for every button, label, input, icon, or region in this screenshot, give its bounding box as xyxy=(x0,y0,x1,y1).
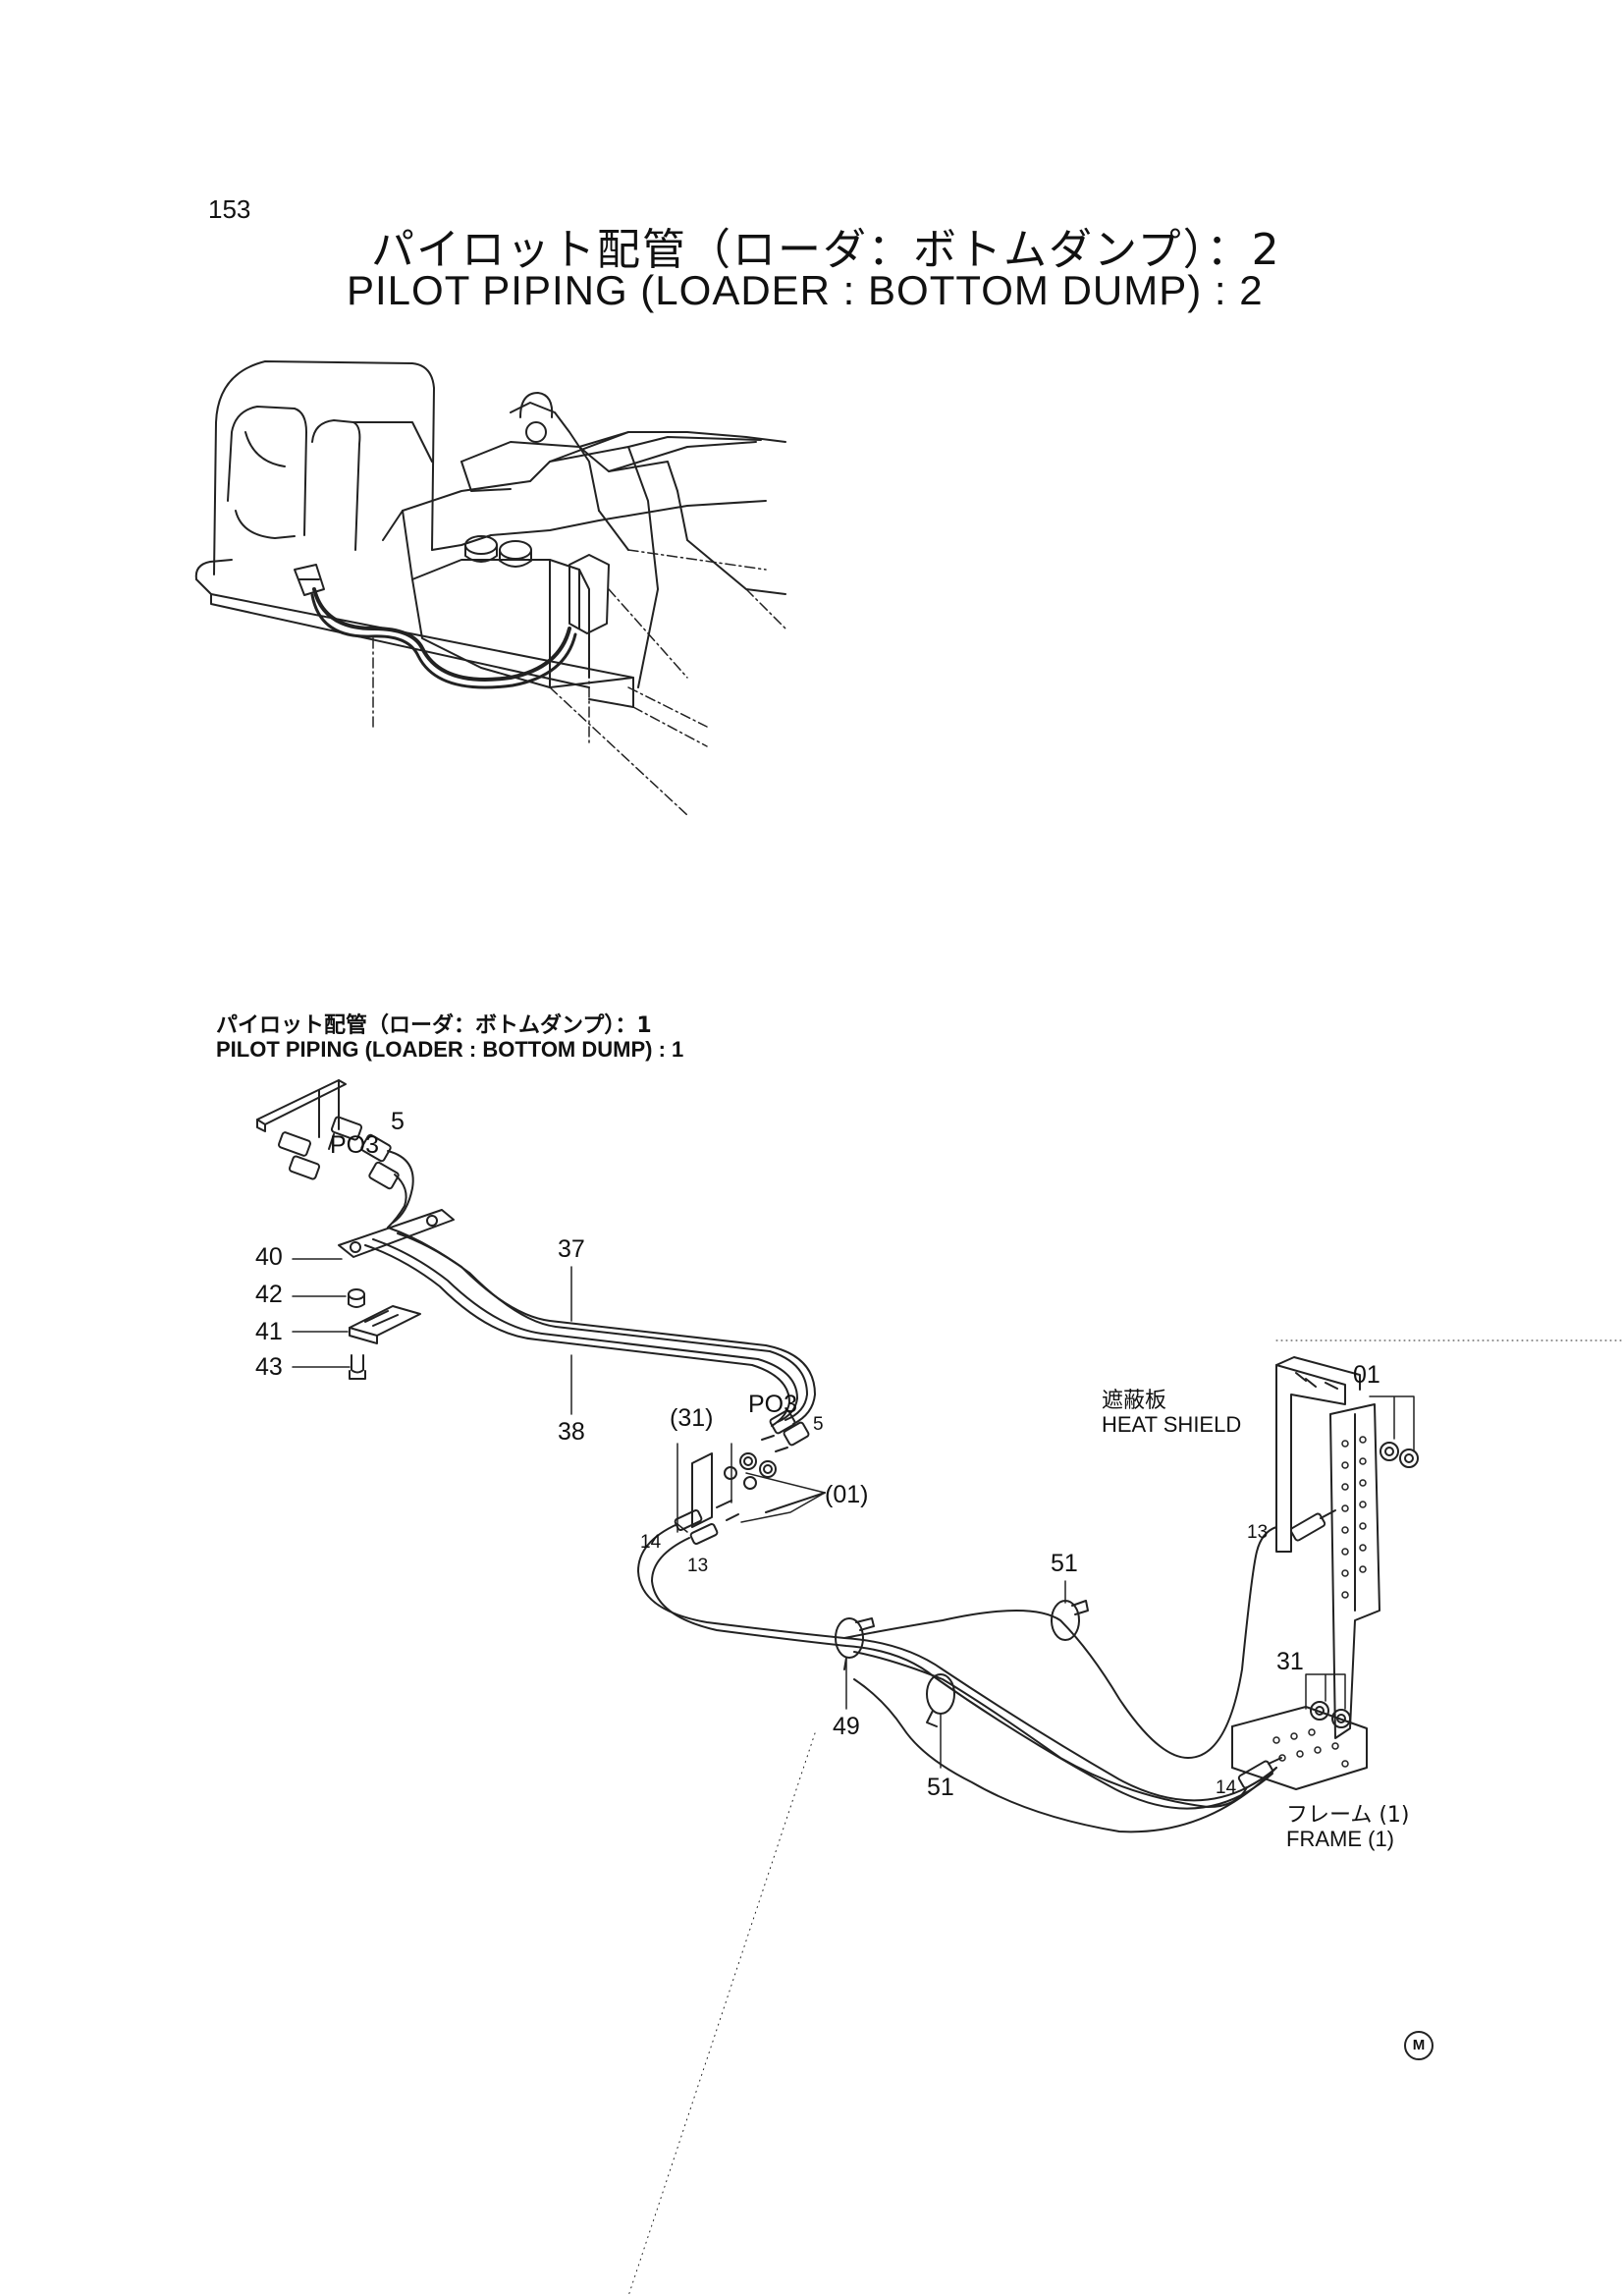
page-number: 153 xyxy=(208,194,251,224)
plate-40 xyxy=(338,1209,455,1258)
callout-01-ref: (01) xyxy=(825,1481,869,1508)
callout-41: 41 xyxy=(255,1318,283,1345)
machine-overview-illustration xyxy=(194,360,786,816)
title-japanese: パイロット配管（ローダ：ボトムダンプ）：2 xyxy=(371,225,1281,275)
frame-bracket xyxy=(1231,1673,1368,1790)
callout-po3-upper: PO3 xyxy=(330,1131,380,1159)
callout-5-upper: 5 xyxy=(391,1108,405,1135)
callout-31: 31 xyxy=(1276,1648,1304,1675)
heat-shield-bracket xyxy=(1275,1356,1419,1739)
callout-31-ref: (31) xyxy=(670,1404,714,1432)
circled-m-mark: M xyxy=(1404,2031,1434,2060)
callout-po3-middle: PO3 xyxy=(748,1391,798,1418)
clamp-51-upper xyxy=(1051,1600,1089,1641)
callout-51-upper: 51 xyxy=(1051,1550,1078,1577)
callout-51-lower: 51 xyxy=(927,1774,954,1801)
hose-37-38 xyxy=(364,1227,816,1427)
callout-13-right: 13 xyxy=(1247,1522,1269,1543)
callout-43: 43 xyxy=(255,1353,283,1381)
frame-label-japanese: フレーム (1) xyxy=(1286,1803,1410,1828)
heat-shield-label-english: HEAT SHIELD xyxy=(1102,1412,1242,1437)
callout-01: 01 xyxy=(1353,1361,1380,1389)
callout-37: 37 xyxy=(558,1235,585,1263)
callout-leaders xyxy=(292,1258,1066,1769)
title-english: PILOT PIPING (LOADER : BOTTOM DUMP) : 2 xyxy=(347,267,1264,313)
clamp-49 xyxy=(835,1617,875,1670)
lower-hose xyxy=(637,1523,1277,1833)
upper-fitting-bracket xyxy=(256,1079,400,1190)
callout-14-middle: 14 xyxy=(640,1532,662,1553)
callout-5-middle: 5 xyxy=(813,1414,824,1435)
reference-title-english: PILOT PIPING (LOADER : BOTTOM DUMP) : 1 xyxy=(216,1037,684,1062)
heat-shield-label-japanese: 遮蔽板 xyxy=(1102,1389,1167,1413)
callout-14-right: 14 xyxy=(1216,1777,1237,1798)
callout-38: 38 xyxy=(558,1418,585,1446)
callout-13-middle: 13 xyxy=(687,1556,709,1576)
callout-40: 40 xyxy=(255,1243,283,1271)
callout-42: 42 xyxy=(255,1281,283,1308)
frame-label-english: FRAME (1) xyxy=(1286,1827,1394,1851)
reference-title-japanese: パイロット配管（ローダ：ボトムダンプ）：1 xyxy=(216,1013,652,1038)
callout-49: 49 xyxy=(833,1713,860,1740)
